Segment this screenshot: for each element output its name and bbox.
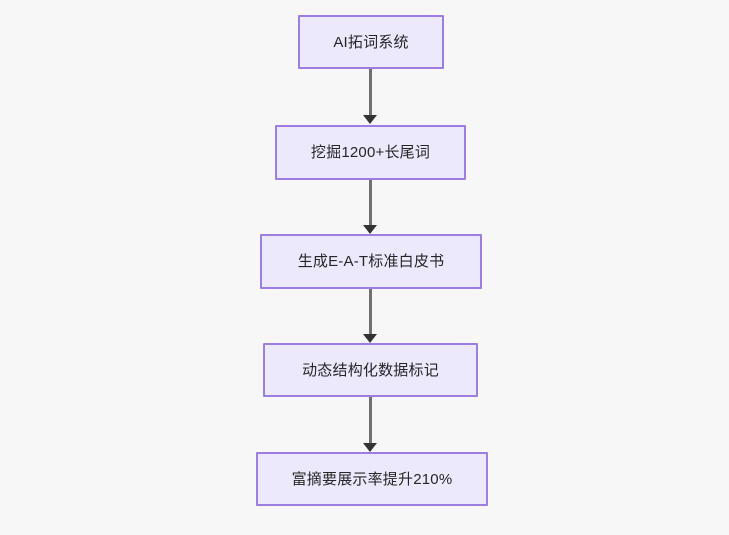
flowchart-node-ai-keyword-system[interactable]: AI拓词系统 bbox=[298, 15, 444, 69]
flowchart-edge-2 bbox=[369, 289, 372, 337]
arrow-down-icon bbox=[363, 443, 377, 452]
node-label: 挖掘1200+长尾词 bbox=[310, 144, 431, 161]
arrow-down-icon bbox=[363, 115, 377, 124]
flowchart-edge-0 bbox=[369, 69, 372, 118]
flowchart-node-generate-eat-whitepaper[interactable]: 生成E-A-T标准白皮书 bbox=[260, 234, 482, 289]
arrow-down-icon bbox=[363, 225, 377, 234]
node-label: 生成E-A-T标准白皮书 bbox=[297, 253, 445, 270]
arrow-down-icon bbox=[363, 334, 377, 343]
node-label: AI拓词系统 bbox=[333, 33, 409, 51]
flowchart-edge-1 bbox=[369, 180, 372, 228]
flowchart-node-mine-longtail-keywords[interactable]: 挖掘1200+长尾词 bbox=[275, 125, 466, 180]
flowchart-node-dynamic-structured-data-markup[interactable]: 动态结构化数据标记 bbox=[263, 343, 478, 397]
node-label: 富摘要展示率提升210% bbox=[291, 470, 453, 488]
flowchart-edge-3 bbox=[369, 397, 372, 446]
flowchart-node-rich-snippet-impression-lift[interactable]: 富摘要展示率提升210% bbox=[256, 452, 488, 506]
node-label: 动态结构化数据标记 bbox=[302, 361, 439, 379]
